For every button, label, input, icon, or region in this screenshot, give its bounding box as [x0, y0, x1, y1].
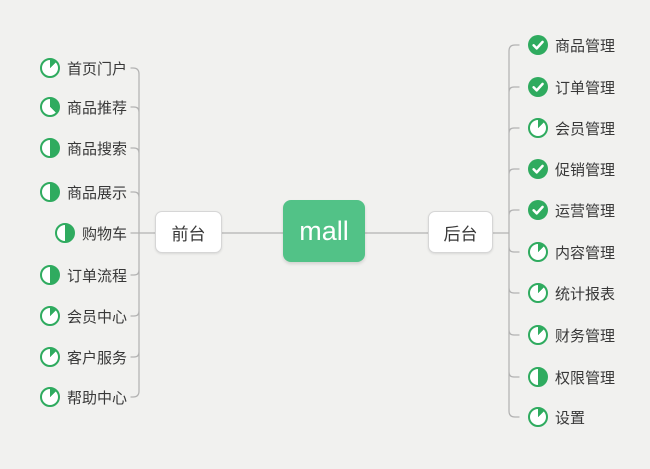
check-circle-icon[interactable]: [528, 159, 548, 179]
item-label: 权限管理: [555, 369, 616, 387]
check-circle-icon[interactable]: [528, 77, 548, 97]
progress-pie-icon[interactable]: [39, 387, 60, 407]
mindmap-item[interactable]: 商品管理: [528, 34, 615, 56]
progress-pie-icon[interactable]: [528, 367, 548, 387]
item-label: 帮助中心: [66, 389, 127, 407]
item-label: 内容管理: [555, 244, 616, 262]
branch-node-backend[interactable]: 后台: [428, 211, 493, 253]
item-label: 会员管理: [555, 120, 616, 138]
item-label: 运营管理: [555, 202, 616, 220]
progress-pie-icon[interactable]: [528, 407, 548, 427]
progress-pie-icon[interactable]: [39, 265, 60, 285]
mindmap-item[interactable]: 内容管理: [528, 241, 615, 263]
item-label: 会员中心: [66, 308, 127, 326]
progress-pie-icon[interactable]: [39, 138, 60, 158]
item-label: 订单管理: [555, 79, 616, 97]
mindmap-item[interactable]: 统计报表: [528, 282, 615, 304]
check-circle-icon[interactable]: [528, 35, 548, 55]
mindmap-item[interactable]: 财务管理: [528, 324, 615, 346]
mindmap-item[interactable]: 商品搜索: [39, 137, 127, 159]
check-circle-icon[interactable]: [528, 200, 548, 220]
mindmap-item[interactable]: 帮助中心: [39, 386, 127, 408]
progress-pie-icon[interactable]: [528, 118, 548, 138]
progress-pie-icon[interactable]: [528, 242, 548, 262]
mindmap-item[interactable]: 首页门户: [39, 57, 127, 79]
item-label: 设置: [555, 409, 586, 427]
mindmap-item[interactable]: 会员管理: [528, 117, 615, 139]
mindmap-item[interactable]: 运营管理: [528, 199, 615, 221]
branch-node-frontend[interactable]: 前台: [155, 211, 222, 253]
item-label: 购物车: [81, 225, 127, 243]
mindmap-item[interactable]: 权限管理: [528, 366, 615, 388]
mindmap-item[interactable]: 订单管理: [528, 76, 615, 98]
branch-node-label: 后台: [443, 224, 478, 244]
mindmap-item[interactable]: 促销管理: [528, 158, 615, 180]
item-label: 商品搜索: [66, 140, 127, 158]
branch-node-label: 前台: [171, 224, 206, 244]
root-node-mall[interactable]: mall: [283, 200, 365, 262]
progress-pie-icon[interactable]: [528, 325, 548, 345]
progress-pie-icon[interactable]: [39, 306, 60, 326]
progress-pie-icon[interactable]: [39, 182, 60, 202]
mindmap-item[interactable]: 订单流程: [39, 264, 127, 286]
root-node-label: mall: [299, 215, 349, 246]
item-label: 统计报表: [555, 285, 616, 303]
mindmap-item[interactable]: 购物车: [54, 222, 127, 244]
item-label: 商品展示: [66, 184, 127, 202]
item-label: 客户服务: [66, 349, 127, 367]
progress-pie-icon[interactable]: [39, 97, 60, 117]
progress-pie-icon[interactable]: [54, 223, 75, 243]
progress-pie-icon[interactable]: [39, 58, 60, 78]
item-label: 商品推荐: [66, 99, 127, 117]
item-label: 首页门户: [66, 60, 127, 78]
mindmap-item[interactable]: 商品展示: [39, 181, 127, 203]
item-label: 财务管理: [555, 327, 616, 345]
progress-pie-icon[interactable]: [528, 283, 548, 303]
mindmap-item[interactable]: 商品推荐: [39, 96, 127, 118]
mindmap-item[interactable]: 会员中心: [39, 305, 127, 327]
item-label: 订单流程: [66, 267, 127, 285]
item-label: 商品管理: [555, 37, 616, 55]
progress-pie-icon[interactable]: [39, 347, 60, 367]
mindmap-item[interactable]: 客户服务: [39, 346, 127, 368]
item-label: 促销管理: [555, 161, 616, 179]
mindmap-item[interactable]: 设置: [528, 406, 585, 428]
